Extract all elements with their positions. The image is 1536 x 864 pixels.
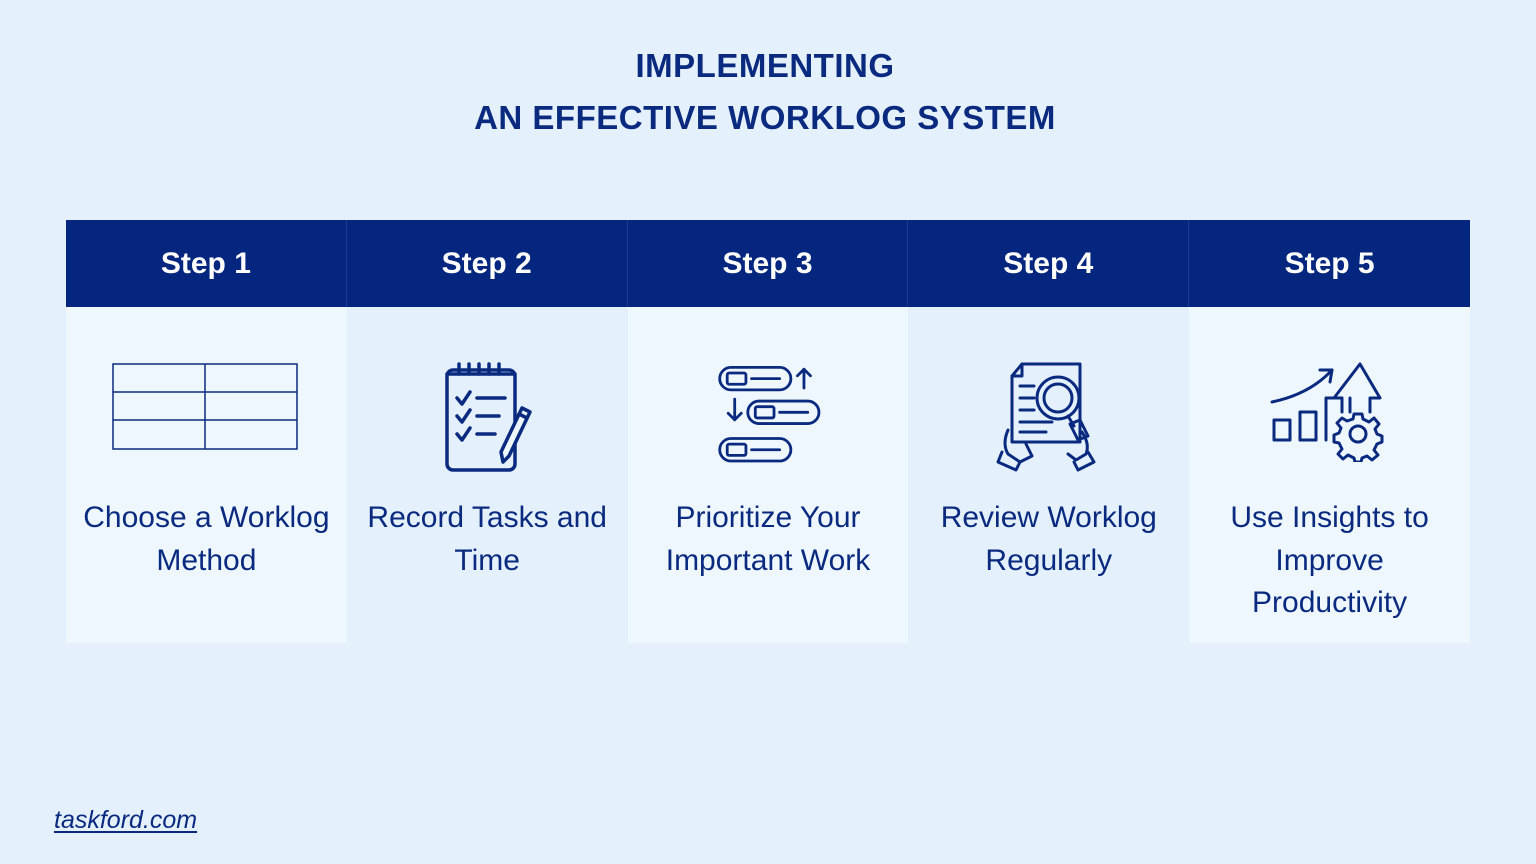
step-1: Step 1 Choose a Worklog Method [66, 220, 347, 643]
title-line-2: AN EFFECTIVE WORKLOG SYSTEM [474, 99, 1056, 136]
step-4: Step 4 [908, 220, 1190, 643]
step-1-header: Step 1 [66, 220, 347, 307]
step-4-label: Review Worklog Regularly [940, 501, 1157, 577]
step-3-header: Step 3 [627, 220, 909, 307]
table-grid-icon [66, 362, 347, 482]
priority-sort-icon [628, 362, 909, 482]
step-2: Step 2 [346, 220, 628, 643]
step-4-body: Review Worklog Regularly [908, 307, 1190, 643]
document-magnifier-icon [908, 362, 1189, 482]
checklist-notepad-icon [347, 362, 628, 482]
step-2-body: Record Tasks and Time [346, 307, 628, 643]
step-3-label: Prioritize Your Important Work [665, 501, 871, 577]
step-2-header: Step 2 [346, 220, 628, 307]
footer-link[interactable]: taskford.com [54, 806, 198, 834]
step-5-body: Use Insights to Improve Productivity [1189, 307, 1470, 643]
step-1-label: Choose a Worklog Method [83, 501, 330, 577]
step-5: Step 5 Use Insights to Improve Productiv… [1189, 220, 1470, 643]
step-2-label: Record Tasks and Time [367, 501, 607, 577]
title-line-1: IMPLEMENTING [635, 47, 895, 84]
step-5-header: Step 5 [1189, 220, 1470, 307]
growth-chart-gear-icon [1189, 362, 1470, 482]
step-4-header: Step 4 [908, 220, 1190, 307]
step-3-body: Prioritize Your Important Work [627, 307, 909, 643]
step-3: Step 3 [627, 220, 909, 643]
steps-table: Step 1 Choose a Worklog Method Step 2 [66, 220, 1470, 643]
step-5-label: Use Insights to Improve Productivity [1230, 501, 1429, 619]
page-title: IMPLEMENTING AN EFFECTIVE WORKLOG SYSTEM [0, 40, 1530, 144]
step-1-body: Choose a Worklog Method [66, 307, 347, 643]
